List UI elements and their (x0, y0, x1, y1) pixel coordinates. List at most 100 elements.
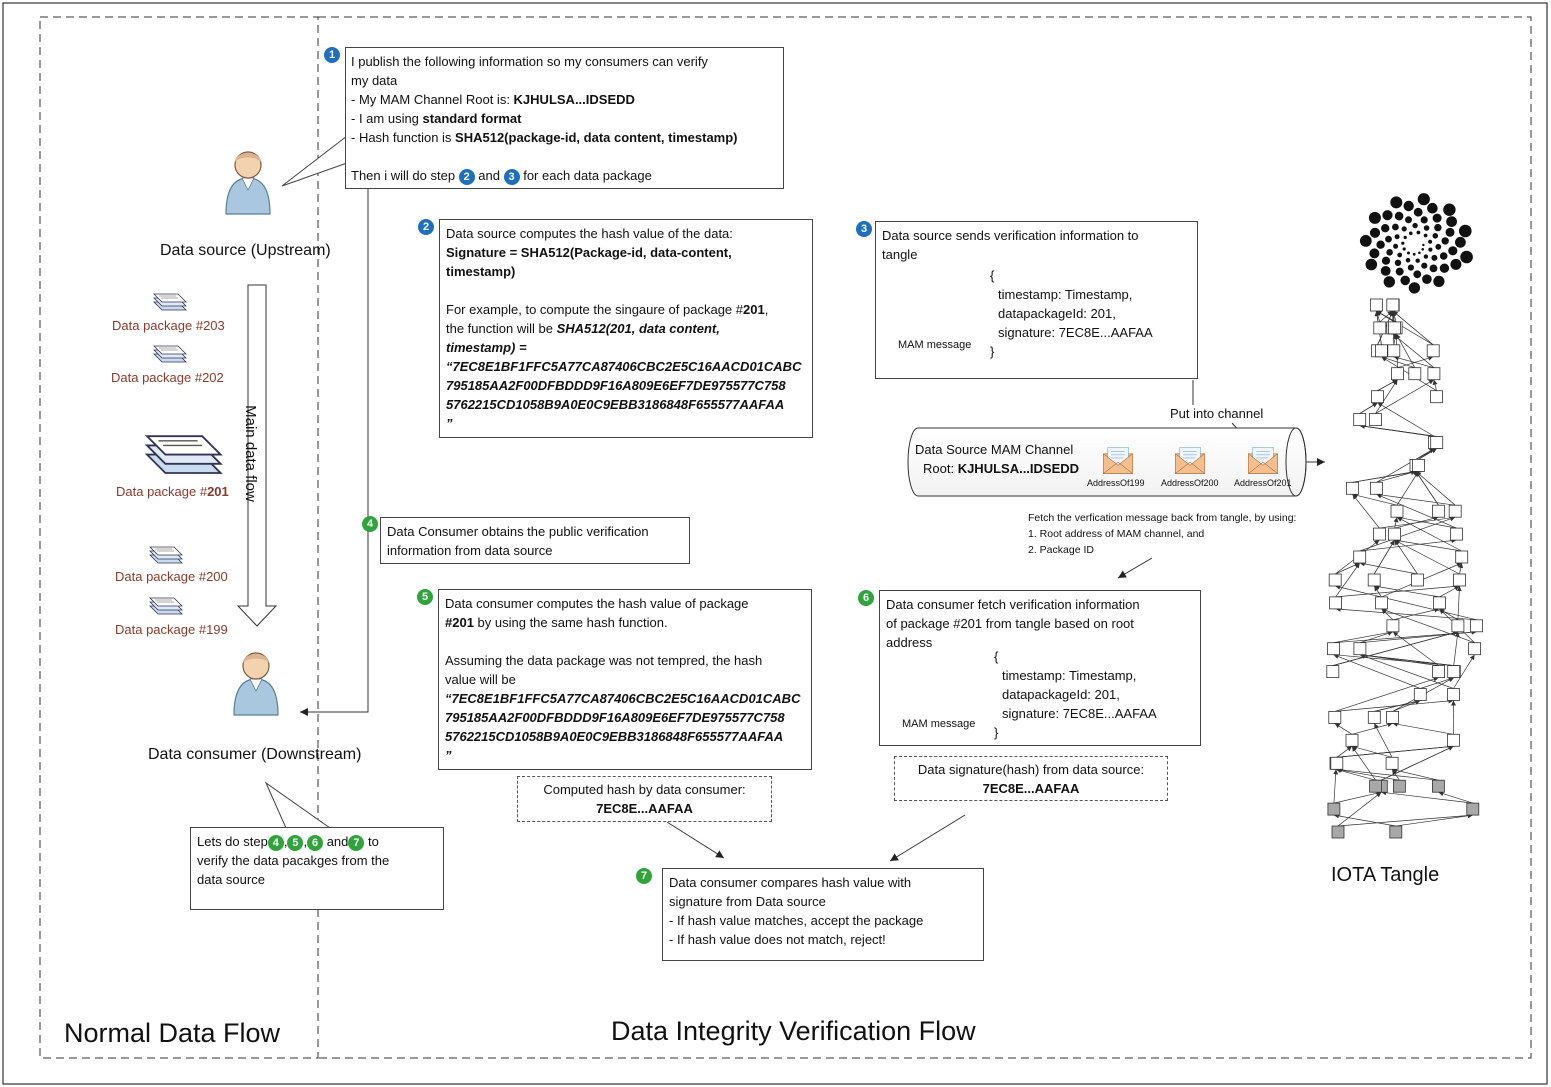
iota-logo-dot (1401, 226, 1407, 232)
step2-hash1: “7EC8E1BF1FFC5A77CA87406CBC2E5C16AACD01C… (446, 359, 802, 374)
tangle-node (1327, 642, 1340, 656)
step5-hash1: “7EC8E1BF1FFC5A77CA87406CBC2E5C16AACD01C… (445, 691, 801, 706)
step5-line1: Data consumer computes the hash value of… (445, 596, 749, 611)
iota-logo-dot (1403, 200, 1414, 212)
source-signature-value: 7EC8E...AAFAA (982, 781, 1080, 796)
iota-logo-dot (1368, 211, 1381, 224)
iota-logo-dot (1423, 225, 1430, 231)
tangle-node (1453, 573, 1466, 587)
tangle-edge (1359, 402, 1378, 414)
tangle-node (1369, 413, 1382, 427)
step2-hash4: ” (446, 416, 453, 431)
tangle-edge (1335, 562, 1360, 598)
tangle-node (1430, 390, 1443, 404)
step2-example2: the function will be SHA512(201, data co… (446, 321, 720, 336)
envelope-199-icon (1103, 447, 1133, 474)
tangle-node (1329, 596, 1342, 610)
step7-line3: - If hash value matches, accept the pack… (669, 913, 924, 928)
tangle-edge (1333, 790, 1382, 804)
iota-logo-dot (1386, 249, 1393, 256)
iota-logo-dot (1382, 210, 1393, 221)
step5-line4: value will be (445, 672, 516, 687)
iota-logo-dot (1376, 240, 1385, 249)
iota-logo-dot (1383, 276, 1396, 288)
tangle-edge (1381, 608, 1394, 621)
ref-step5-badge: 5 (287, 834, 304, 851)
tangle-edge (1392, 721, 1454, 735)
step7-line1: Data consumer compares hash value with (669, 875, 912, 890)
tangle-edge (1336, 744, 1454, 758)
tangle-node (1331, 825, 1345, 839)
tangle-edge (1377, 379, 1398, 392)
put-into-channel-label: Put into channel (1170, 406, 1264, 421)
tangle-edge (1359, 538, 1457, 552)
iota-logo-dot (1397, 252, 1403, 258)
tangle-edge (1456, 585, 1462, 620)
tangle-edge (1415, 471, 1456, 506)
source-signature-box: Data signature(hash) from data source: 7… (894, 756, 1168, 801)
step7-line2: signature from Data source (669, 894, 826, 909)
fetch-note-line1: Fetch the verfication message back from … (1028, 512, 1297, 524)
ref-step3-badge: 3 (503, 168, 520, 185)
iota-logo-dot (1434, 223, 1442, 232)
tangle-node (1386, 711, 1399, 724)
tangle-edge (1432, 379, 1438, 391)
tangle-edge (1359, 423, 1437, 437)
tangle-edge (1394, 539, 1418, 575)
tangle-edge (1352, 469, 1419, 483)
step6-line1: Data consumer fetch verification informa… (886, 597, 1140, 612)
address-201-label: AddressOf201 (1234, 478, 1292, 488)
step1-badge: 1 (324, 47, 340, 63)
tangle-node (1393, 779, 1406, 793)
step7-box: Data consumer compares hash value with s… (662, 868, 984, 961)
source-to-consumer-line (300, 188, 369, 716)
data-source-label: Data source (Upstream) (160, 242, 331, 259)
tangle-edge (1351, 722, 1393, 735)
tangle-node (1430, 436, 1444, 449)
iota-logo-dot (1380, 266, 1391, 276)
tangle-node (1367, 573, 1381, 587)
data-consumer-person-icon (233, 652, 279, 716)
tangle-edge (1381, 745, 1454, 781)
tangle-node (1390, 504, 1404, 518)
tangle-edge (1381, 790, 1473, 804)
iota-logo-dot (1422, 243, 1425, 247)
tangle-edge (1351, 746, 1376, 781)
tangle-node (1375, 344, 1388, 358)
iota-logo-dot (1432, 233, 1439, 239)
step4-badge: 4 (362, 516, 378, 532)
iota-logo-dot (1441, 237, 1449, 245)
tangle-node (1367, 711, 1381, 724)
tangle-edge (1396, 515, 1457, 529)
tangle-node (1386, 298, 1400, 312)
iota-logo-dot (1365, 258, 1378, 271)
step5-badge: 5 (417, 589, 433, 605)
iota-logo-dot (1445, 227, 1455, 237)
tangle-node (1433, 596, 1446, 610)
iota-logo-dot (1381, 224, 1390, 233)
tangle-node (1447, 688, 1460, 701)
tangle-edge (1392, 607, 1440, 621)
tangle-edge (1335, 584, 1477, 621)
data-source-person-icon (225, 151, 271, 215)
step6-mam-label: MAM message (902, 718, 976, 730)
package-201-icon (146, 435, 222, 474)
tangle-node (1373, 527, 1386, 541)
tangle-edge (1335, 768, 1376, 781)
iota-logo-dot (1459, 224, 1472, 238)
iota-logo-dot (1439, 252, 1448, 260)
tangle-node (1353, 642, 1367, 656)
tangle-edge (1333, 652, 1455, 666)
iota-logo-dot (1413, 270, 1422, 279)
tangle-edge (1418, 448, 1437, 460)
step3-mam-label: MAM message (898, 339, 972, 351)
iota-logo-dot (1369, 227, 1381, 238)
step3-json: { timestamp: Timestamp, datapackageId: 2… (990, 268, 1153, 359)
tangle-node (1468, 642, 1481, 656)
speech-pointer-source (281, 134, 348, 187)
tangle-edge (1375, 379, 1435, 414)
main-data-flow-arrow (236, 284, 278, 627)
